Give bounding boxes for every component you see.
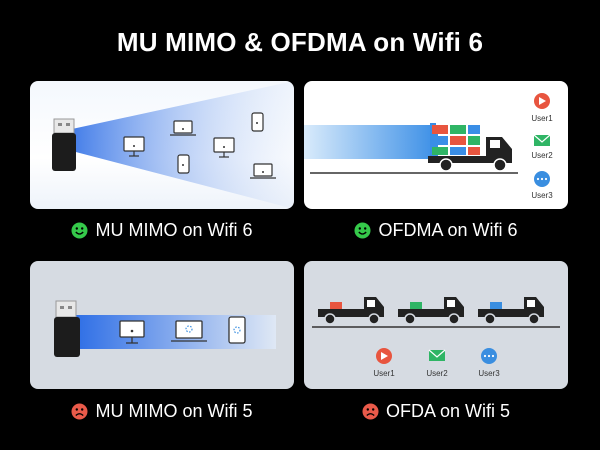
play-icon <box>376 348 392 364</box>
play-icon <box>534 93 550 109</box>
caption-mu-mimo-wifi6: MU MIMO on Wifi 6 <box>30 220 294 241</box>
caption-text: OFDA on Wifi 5 <box>385 401 511 421</box>
usb-adapter-icon <box>52 118 76 171</box>
smile-face-icon <box>354 222 371 239</box>
user-label: User1 <box>531 114 553 123</box>
chat-icon <box>534 171 550 187</box>
caption-ofda-wifi5: OFDA on Wifi 5 <box>304 401 568 422</box>
ofda-wifi5-panel: User1 User2 User3 <box>304 261 568 389</box>
ofdma-wifi6-panel: User1 User2 User3 <box>304 81 568 209</box>
caption-ofdma-wifi6: OFDMA on Wifi 6 <box>304 220 568 241</box>
caption-text: MU MIMO on Wifi 5 <box>95 401 253 421</box>
signal-beam <box>72 81 294 209</box>
truck-icon <box>398 297 464 325</box>
mail-icon <box>428 349 446 361</box>
mu-mimo-wifi5-panel <box>30 261 294 389</box>
sad-face-icon <box>71 403 88 420</box>
usb-adapter-icon <box>54 300 80 357</box>
monitor-icon <box>213 137 235 158</box>
mail-icon <box>533 134 551 146</box>
page-title: MU MIMO & OFDMA on Wifi 6 <box>116 27 484 57</box>
phone-icon <box>177 154 190 174</box>
data-stream <box>304 125 438 159</box>
truck-icon <box>478 297 544 325</box>
user-label: User2 <box>426 369 448 378</box>
caption-mu-mimo-wifi5: MU MIMO on Wifi 5 <box>30 401 294 422</box>
user-label: User1 <box>373 369 395 378</box>
phone-icon <box>251 112 264 132</box>
user-label: User2 <box>531 151 553 160</box>
smile-face-icon <box>71 222 88 239</box>
laptop-icon <box>250 163 276 179</box>
user-label: User3 <box>531 191 553 200</box>
chat-icon <box>481 348 497 364</box>
phone-icon <box>228 316 246 344</box>
laptop-icon <box>170 120 196 136</box>
caption-text: MU MIMO on Wifi 6 <box>95 220 253 240</box>
truck-icon <box>428 123 512 172</box>
sad-face-icon <box>362 403 379 420</box>
laptop-icon <box>171 320 207 342</box>
monitor-icon <box>123 136 145 157</box>
mu-mimo-wifi6-panel <box>30 81 294 209</box>
truck-icon <box>318 297 384 325</box>
user-label: User3 <box>478 369 500 378</box>
caption-text: OFDMA on Wifi 6 <box>378 220 518 240</box>
monitor-icon <box>119 320 145 344</box>
